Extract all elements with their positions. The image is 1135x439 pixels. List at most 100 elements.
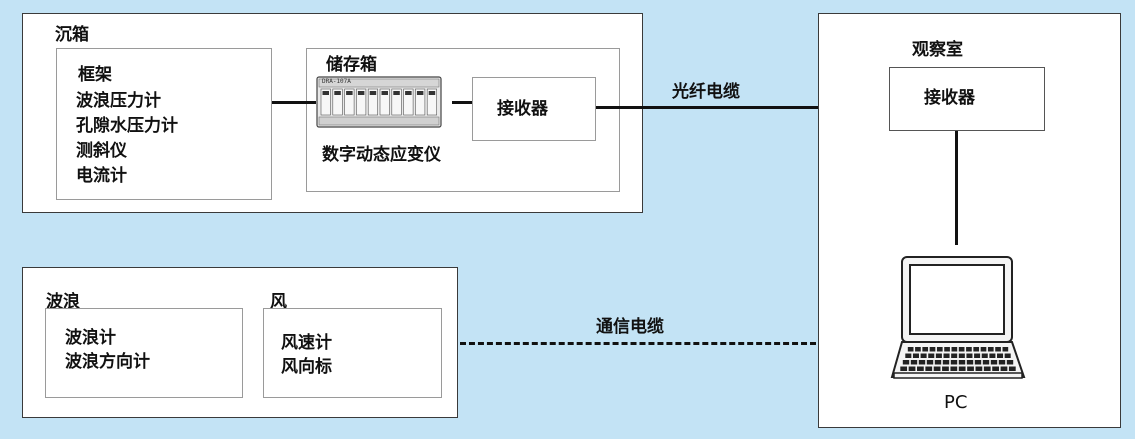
device-channel-display	[357, 91, 365, 95]
keyboard-key	[958, 353, 965, 358]
device-channel-display	[381, 91, 388, 95]
observation-receiver-label: 接收器	[924, 88, 975, 108]
keyboard-key	[917, 366, 924, 371]
keyboard-key	[987, 347, 994, 352]
keyboard-key	[1008, 366, 1016, 371]
keyboard-key	[950, 360, 958, 365]
frame-to-device-line	[272, 101, 316, 104]
device-channel-display	[405, 91, 412, 95]
keyboard-key	[958, 347, 965, 352]
caisson-title: 沉箱	[55, 25, 89, 45]
storage-receiver-label: 接收器	[497, 99, 548, 119]
keyboard-key	[926, 360, 934, 365]
device-channel-display	[369, 91, 377, 95]
keyboard-key	[975, 366, 983, 371]
keyboard-key	[942, 366, 949, 371]
keyboard-key	[983, 366, 991, 371]
device-channel-module	[356, 88, 367, 116]
keyboard-key	[944, 347, 950, 352]
observation-receiver-box	[889, 67, 1045, 131]
keyboard-key	[982, 360, 990, 365]
device-channel-display	[334, 91, 341, 95]
keyboard-key	[1000, 366, 1008, 371]
receiver-to-pc-line	[955, 131, 958, 245]
frame-title: 框架	[78, 65, 112, 85]
frame-item-pore-water-pressure-gauge: 孔隙水压力计	[76, 116, 178, 136]
device-channel-display	[322, 91, 329, 95]
strain-amplifier-icon	[316, 76, 442, 128]
strain-amplifier-label: 数字动态应变仪	[322, 145, 441, 165]
device-channel-module	[391, 88, 402, 116]
keyboard-key	[925, 366, 933, 371]
frame-item-wave-pressure-gauge: 波浪压力计	[76, 91, 161, 111]
wave-item-wave-direction-gauge: 波浪方向计	[65, 352, 150, 372]
device-channel-module	[320, 88, 331, 116]
keyboard-key	[967, 366, 974, 371]
keyboard-key	[920, 353, 927, 358]
keyboard-key	[922, 347, 929, 352]
keyboard-key	[950, 366, 958, 371]
keyboard-key	[900, 366, 908, 371]
strain-amplifier-panel-text: DRA-107A	[322, 78, 351, 85]
device-channel-module	[415, 88, 426, 116]
device-channel-display	[393, 91, 400, 95]
storage-title: 储存箱	[326, 55, 377, 75]
keyboard-key	[958, 366, 966, 371]
keyboard-key	[942, 360, 950, 365]
keyboard-key	[992, 366, 999, 371]
keyboard-key	[966, 353, 973, 358]
keyboard-key	[929, 347, 936, 352]
device-channel-module	[379, 88, 390, 116]
keyboard-key	[918, 360, 926, 365]
keyboard-key	[1004, 353, 1011, 358]
keyboard-key	[989, 353, 996, 358]
device-channel-module	[403, 88, 414, 116]
device-channel-module	[332, 88, 343, 116]
keyboard-key	[990, 360, 998, 365]
fiber-optic-cable-label: 光纤电缆	[672, 82, 740, 102]
keyboard-key	[928, 353, 935, 358]
device-channel-display	[428, 91, 436, 95]
wave-item-wave-gauge: 波浪计	[65, 328, 116, 348]
keyboard-key	[912, 353, 919, 358]
keyboard-key	[934, 360, 942, 365]
storage-receiver-box	[472, 77, 596, 141]
observation-room-title: 观察室	[912, 40, 963, 60]
keyboard-key	[974, 353, 981, 358]
keyboard-key	[973, 347, 980, 352]
keyboard-key	[915, 347, 921, 352]
pc-computer-icon	[890, 256, 1026, 379]
pc-label: PC	[944, 392, 968, 413]
keyboard-key	[974, 360, 982, 365]
keyboard-key	[943, 353, 950, 358]
keyboard-key	[902, 360, 910, 365]
device-channel-module	[367, 88, 379, 116]
keyboard-key	[997, 353, 1004, 358]
wave-title: 波浪	[46, 292, 80, 312]
wave-instruments-box	[45, 308, 243, 398]
keyboard-key	[933, 366, 941, 371]
frame-box	[56, 48, 272, 200]
device-channel-module	[426, 88, 437, 116]
keyboard-key	[958, 360, 966, 365]
device-channel-display	[346, 91, 353, 95]
keyboard-key	[905, 353, 912, 358]
wind-title: 风	[270, 292, 287, 312]
device-channel-display	[416, 91, 424, 95]
keyboard-key	[1006, 360, 1014, 365]
fiber-optic-cable-line	[596, 106, 889, 109]
keyboard-key	[1002, 347, 1009, 352]
keyboard-key	[980, 347, 987, 352]
wind-instruments-box	[263, 308, 442, 398]
keyboard-key	[995, 347, 1001, 352]
communication-cable-label: 通信电缆	[596, 317, 664, 337]
keyboard-key	[910, 360, 918, 365]
device-to-receiver-line	[452, 101, 472, 104]
communication-cable-line	[460, 342, 816, 345]
keyboard-key	[966, 347, 972, 352]
keyboard-key	[998, 360, 1006, 365]
keyboard-key	[966, 360, 974, 365]
wind-item-wind-vane: 风向标	[281, 357, 332, 377]
keyboard-key	[935, 353, 942, 358]
